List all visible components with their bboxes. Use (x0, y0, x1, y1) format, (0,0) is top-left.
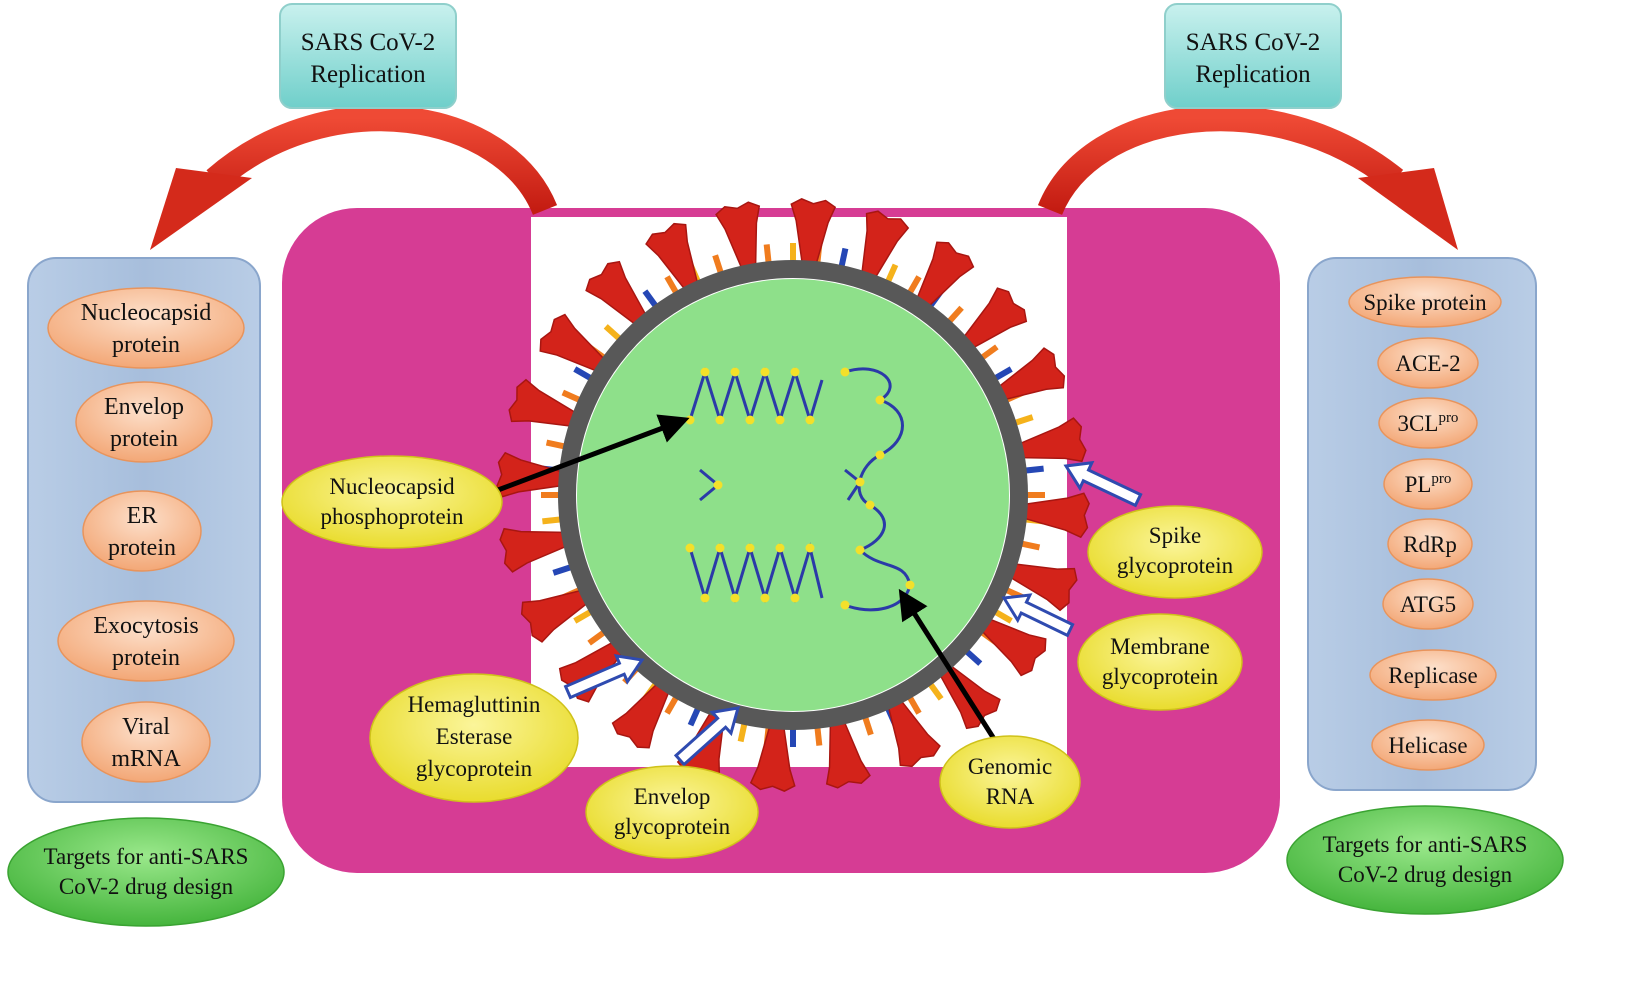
genomic-rna-pointer (898, 588, 999, 744)
svg-text:RNA: RNA (986, 784, 1035, 809)
label-spike: Spike glycoprotein (1087, 505, 1263, 599)
right-target-ace2: ACE-2 (1377, 337, 1479, 389)
replication-box-right: SARS CoV-2 Replication (1164, 3, 1342, 109)
svg-text:Hemagluttinin: Hemagluttinin (408, 692, 541, 717)
left-target-viral-mrna: Viral mRNA (81, 701, 211, 783)
svg-text:Genomic: Genomic (968, 754, 1052, 779)
left-target-list: Nucleocapsid protein Envelop protein ER … (47, 287, 245, 783)
svg-text:protein: protein (112, 645, 180, 671)
replication-left-line1: SARS CoV-2 (301, 29, 436, 56)
svg-text:Esterase: Esterase (436, 724, 513, 749)
left-target-exocytosis: Exocytosis protein (57, 600, 235, 682)
right-target-rdrp: RdRp (1387, 518, 1473, 570)
svg-text:CoV-2 drug design: CoV-2 drug design (1338, 862, 1513, 887)
svg-text:Targets for anti-SARS: Targets for anti-SARS (44, 844, 249, 869)
caption-right: Targets for anti-SARS CoV-2 drug design (1286, 805, 1564, 915)
svg-text:glycoprotein: glycoprotein (1117, 553, 1234, 578)
svg-text:RdRp: RdRp (1403, 532, 1457, 557)
svg-text:Envelop: Envelop (104, 394, 184, 420)
replication-left-line2: Replication (310, 61, 426, 88)
label-hemagglutinin: Hemagluttinin Esterase glycoprotein (369, 673, 579, 803)
viral-membrane (558, 260, 1028, 730)
svg-text:ATG5: ATG5 (1400, 592, 1456, 617)
svg-text:Nucleocapsid: Nucleocapsid (329, 474, 455, 499)
viral-interior (577, 279, 1009, 711)
svg-text:glycoprotein: glycoprotein (614, 814, 731, 839)
svg-text:ER: ER (127, 503, 158, 529)
svg-text:Spike: Spike (1149, 523, 1201, 548)
right-target-plpro: PLpro (1383, 458, 1473, 510)
label-nucleocapsid: Nucleocapsid phosphoprotein (281, 455, 503, 549)
svg-text:glycoprotein: glycoprotein (416, 756, 533, 781)
replication-right-line1: SARS CoV-2 (1186, 29, 1321, 56)
svg-text:Replicase: Replicase (1388, 663, 1477, 688)
replication-arrow-left (150, 105, 558, 250)
svg-text:ACE-2: ACE-2 (1395, 351, 1460, 376)
nucleocapsid-dots (685, 367, 915, 610)
right-target-3clpro: 3CLpro (1378, 397, 1478, 449)
svg-text:protein: protein (110, 426, 178, 452)
svg-text:mRNA: mRNA (111, 746, 181, 772)
svg-text:Spike protein: Spike protein (1363, 290, 1487, 315)
svg-text:protein: protein (112, 332, 180, 358)
svg-text:Membrane: Membrane (1110, 634, 1210, 659)
right-target-atg5: ATG5 (1382, 578, 1474, 630)
svg-text:Targets for anti-SARS: Targets for anti-SARS (1323, 832, 1528, 857)
replication-right-line2: Replication (1195, 61, 1311, 88)
svg-text:PLpro: PLpro (1405, 471, 1452, 497)
svg-text:glycoprotein: glycoprotein (1102, 664, 1219, 689)
svg-text:Envelop: Envelop (634, 784, 711, 809)
svg-text:Exocytosis: Exocytosis (93, 613, 198, 639)
left-target-nucleocapsid: Nucleocapsid protein (47, 287, 245, 369)
svg-text:phosphoprotein: phosphoprotein (320, 504, 464, 529)
replication-box-left: SARS CoV-2 Replication (279, 3, 457, 109)
svg-text:CoV-2 drug design: CoV-2 drug design (59, 874, 234, 899)
left-target-envelop: Envelop protein (75, 381, 213, 463)
left-target-er: ER protein (82, 490, 202, 572)
svg-text:Helicase: Helicase (1388, 733, 1467, 758)
right-target-helicase: Helicase (1371, 719, 1485, 771)
right-target-spike: Spike protein (1348, 276, 1502, 328)
svg-text:protein: protein (108, 535, 176, 561)
right-target-list: Spike protein ACE-2 3CLpro PLpro RdRp AT… (1348, 276, 1502, 771)
label-membrane: Membrane glycoprotein (1077, 613, 1243, 711)
replication-arrow-right (1037, 105, 1458, 250)
svg-text:Viral: Viral (122, 714, 170, 740)
label-envelop: Envelop glycoprotein (585, 765, 759, 859)
label-genomic-rna: Genomic RNA (939, 735, 1081, 829)
nucleocapsid-pointer (497, 414, 690, 493)
outline-arrows (563, 460, 1143, 767)
svg-text:3CLpro: 3CLpro (1398, 410, 1459, 436)
svg-text:Nucleocapsid: Nucleocapsid (81, 300, 212, 326)
right-target-replicase: Replicase (1369, 649, 1497, 701)
caption-left: Targets for anti-SARS CoV-2 drug design (7, 817, 285, 927)
